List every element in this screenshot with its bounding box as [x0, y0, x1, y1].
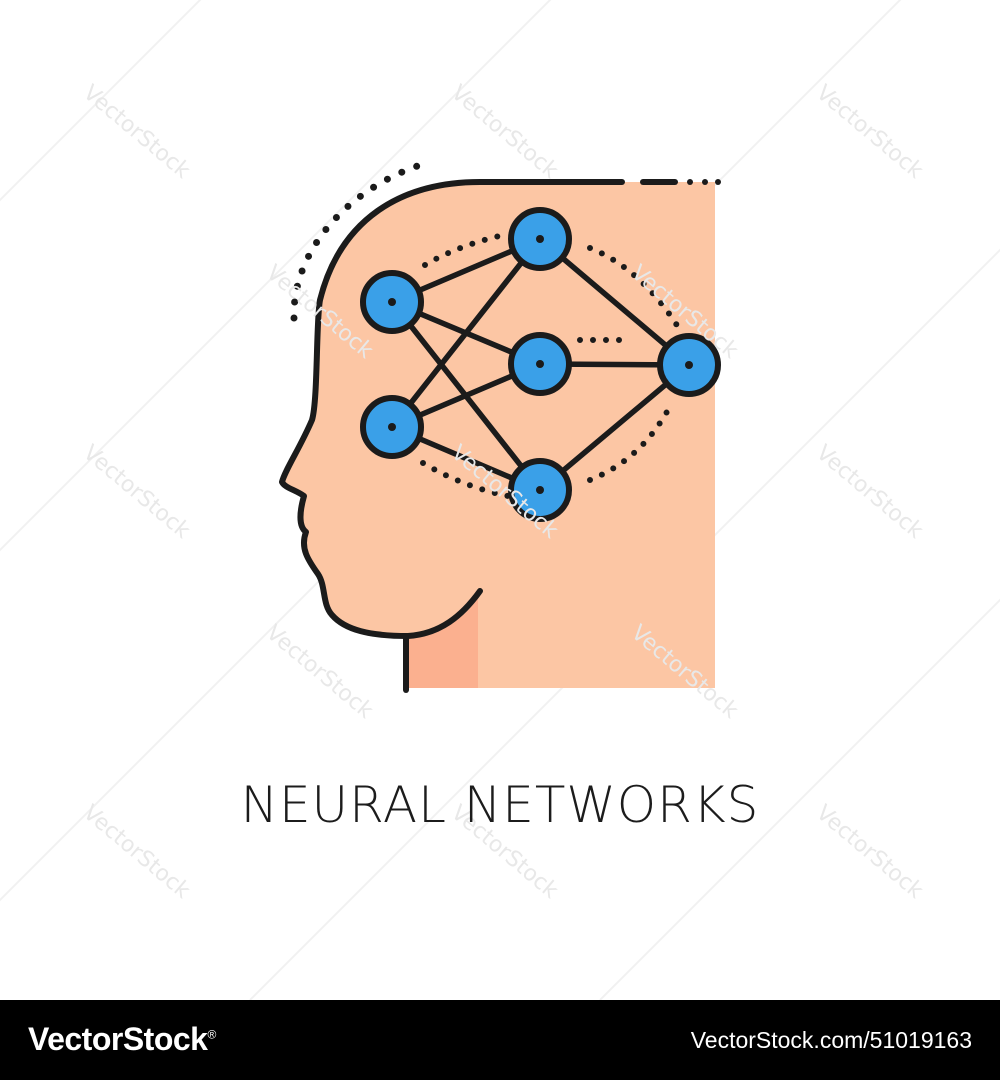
watermark-text: VectorStock — [811, 80, 928, 184]
watermark-text: VectorStock — [811, 440, 928, 544]
brand-logo[interactable]: VectorStock® — [28, 1021, 216, 1058]
network-dotted-arcs — [420, 231, 683, 499]
watermark-text: VectorStock — [78, 440, 195, 544]
network-node — [360, 270, 424, 334]
image-url[interactable]: VectorStock.com/51019163 — [690, 1027, 972, 1053]
illustration-caption: NEURAL NETWORKS — [240, 776, 760, 834]
network-node — [360, 395, 424, 459]
head-outline — [279, 179, 625, 639]
network-nodes — [360, 207, 721, 522]
watermark-text: VectorStock — [78, 80, 195, 184]
network-node — [508, 458, 572, 522]
network-node — [657, 333, 721, 397]
footer-bar: VectorStock® VectorStock.com/51019163 — [0, 1000, 1000, 1080]
registered-mark: ® — [207, 1027, 216, 1042]
neck-shadow — [408, 598, 478, 688]
network-node — [508, 332, 572, 396]
neural-networks-illustration: VectorStock VectorStock VectorStock Vect… — [0, 0, 1000, 1000]
network-node — [508, 207, 572, 271]
watermark-text: VectorStock — [446, 80, 563, 184]
dotted-aura-arc — [290, 158, 434, 322]
watermark-text: VectorStock — [261, 620, 378, 724]
brand-name: VectorStock — [28, 1021, 208, 1057]
